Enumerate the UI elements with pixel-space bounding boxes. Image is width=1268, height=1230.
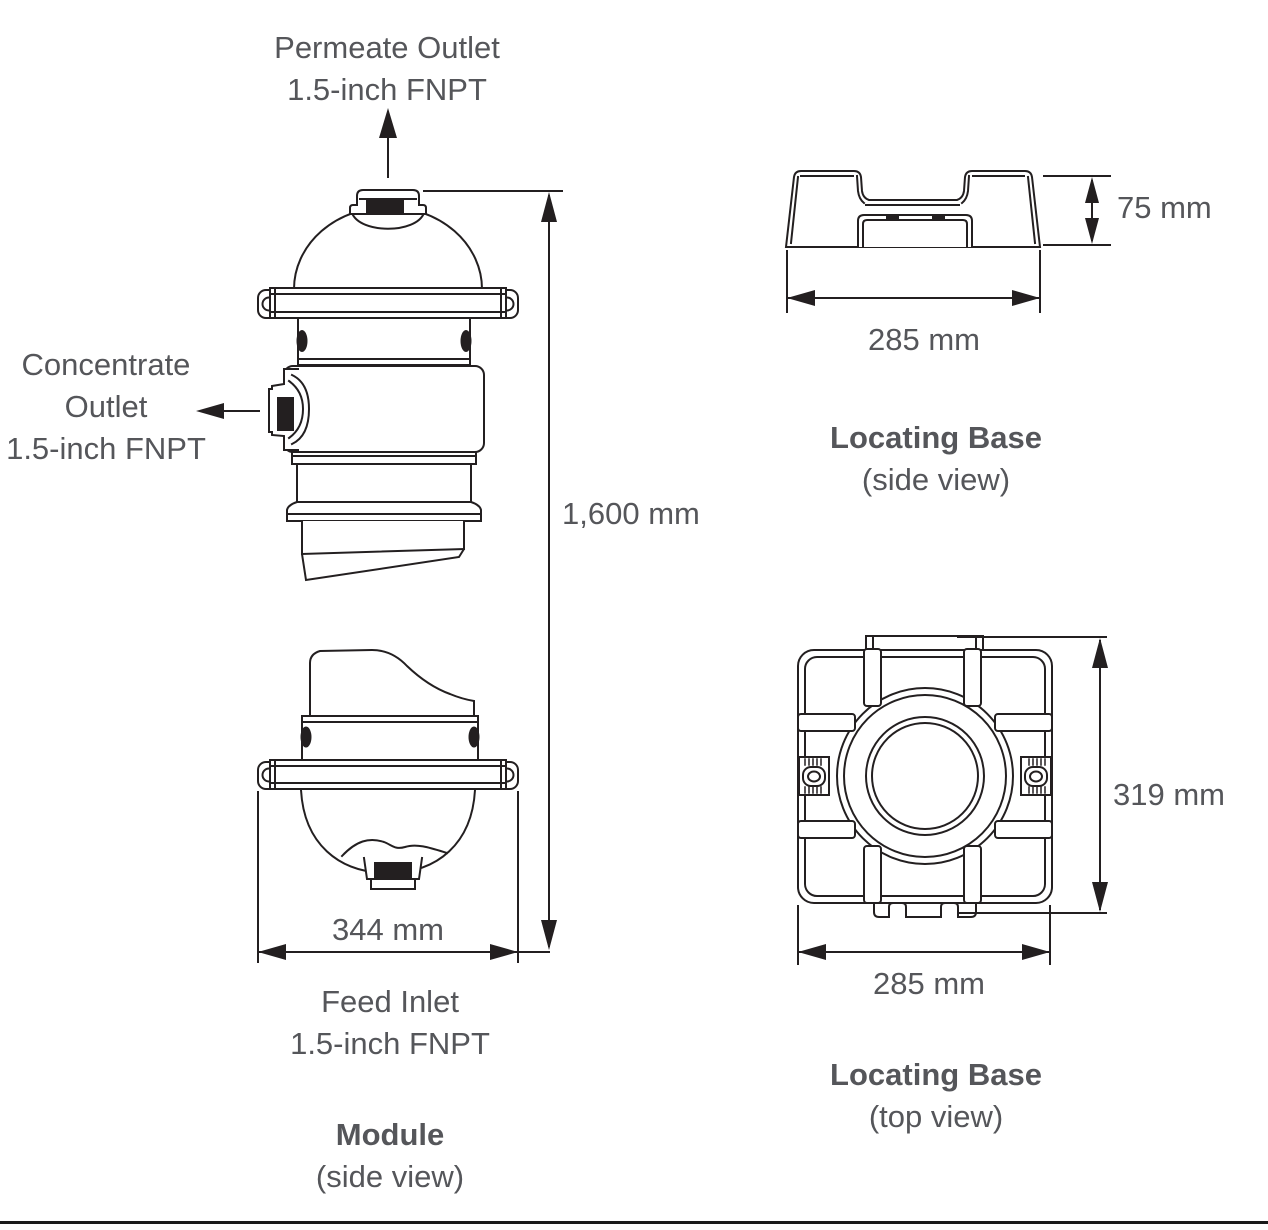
concentrate-flow-arrow-icon <box>196 403 260 419</box>
module-side-view-drawing <box>196 108 563 963</box>
permeate-outlet-label-line2: 1.5-inch FNPT <box>287 72 487 107</box>
base-side-view-subtitle: (side view) <box>861 462 1011 497</box>
neck-section <box>296 317 472 366</box>
top-flange <box>257 287 519 319</box>
bottom-flange <box>257 759 519 790</box>
base-top-view-title: Locating Base <box>830 1057 1042 1092</box>
locating-base-side-view-drawing <box>784 170 1111 313</box>
concentrate-outlet-label-line2: Outlet <box>64 389 148 424</box>
side-clip-right <box>1020 756 1052 796</box>
permeate-port-cap <box>349 189 427 215</box>
base-top-height-dimension-label: 319 mm <box>1113 777 1225 812</box>
side-clip-left <box>798 756 830 796</box>
permeate-flow-arrow-icon <box>379 108 397 178</box>
lower-cylinder-section <box>296 463 472 503</box>
height-dimension-1600 <box>423 190 563 950</box>
width-dimension-344 <box>257 791 550 963</box>
permeate-outlet-label-line1: Permeate Outlet <box>274 30 500 65</box>
concentrate-outlet-label-line1: Concentrate <box>21 347 191 382</box>
dome-cap-recess <box>350 211 426 230</box>
side-bolt <box>300 726 312 748</box>
feed-port <box>362 856 424 890</box>
module-view-title: Module <box>335 1117 445 1152</box>
side-bolt <box>296 330 308 352</box>
rib-channels <box>797 648 1053 904</box>
base-side-profile <box>784 170 1042 248</box>
concentrate-port <box>268 368 311 451</box>
feed-inlet-label-line2: 1.5-inch FNPT <box>290 1026 490 1061</box>
center-bore <box>865 716 985 836</box>
base-top-view-subtitle: (top view) <box>868 1099 1004 1134</box>
lower-band-section <box>300 715 480 762</box>
base-side-view-title: Locating Base <box>830 420 1042 455</box>
concentrate-body-section <box>283 365 485 453</box>
height-dimension-75 <box>1043 175 1111 246</box>
width-dimension-285-top <box>797 905 1051 965</box>
base-side-seat <box>857 214 973 248</box>
saddle-ring <box>836 687 1014 865</box>
upper-break-line <box>300 520 466 582</box>
module-height-dimension-label: 1,600 mm <box>562 496 700 531</box>
side-bolt <box>460 330 472 352</box>
base-top-width-dimension-label: 285 mm <box>873 966 985 1001</box>
page-bottom-rule <box>0 1221 1268 1224</box>
concentrate-outlet-label-line3: 1.5-inch FNPT <box>6 431 206 466</box>
module-width-dimension-label: 344 mm <box>332 912 444 947</box>
base-side-width-dimension-label: 285 mm <box>868 322 980 357</box>
feed-inlet-label-line1: Feed Inlet <box>321 984 459 1019</box>
side-bolt <box>468 726 480 748</box>
height-dimension-319 <box>957 636 1108 914</box>
base-side-height-dimension-label: 75 mm <box>1117 190 1212 225</box>
locating-base-top-view-drawing <box>797 635 1108 965</box>
lower-break-line <box>309 648 475 717</box>
bell-rim <box>286 501 482 522</box>
clamp-band <box>291 451 477 465</box>
base-side-inner-lines <box>789 174 1037 245</box>
module-view-subtitle: (side view) <box>315 1159 465 1194</box>
width-dimension-285-side <box>786 250 1041 313</box>
